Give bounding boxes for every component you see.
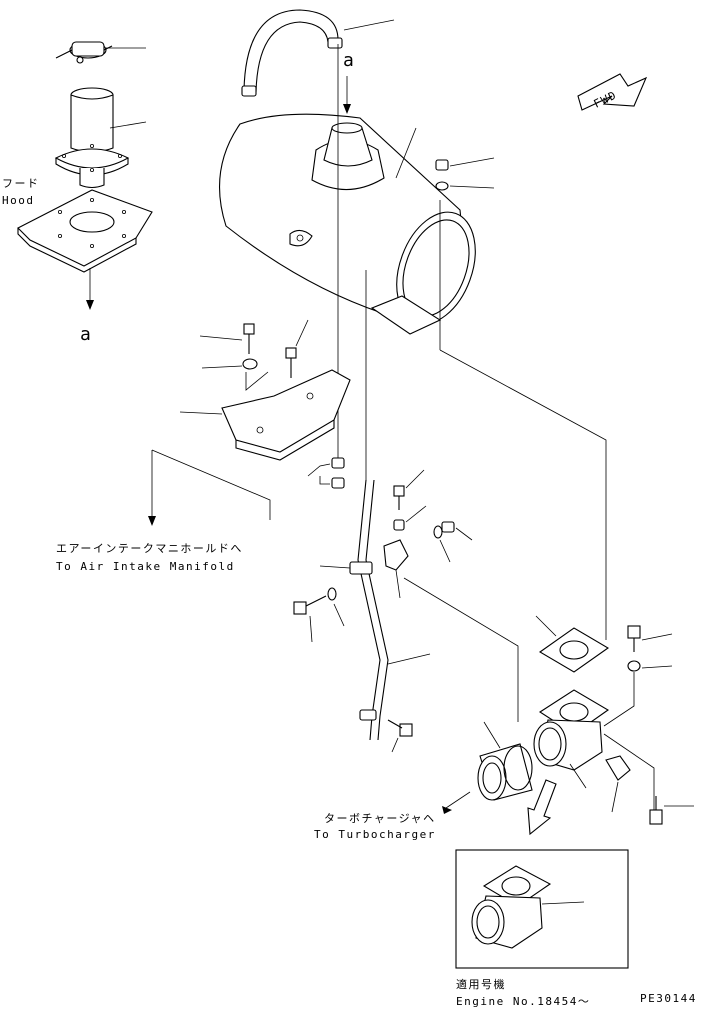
elbow-fitting	[533, 689, 610, 789]
nut-2	[441, 521, 455, 533]
small-bracket	[383, 539, 409, 599]
gasket	[535, 615, 610, 673]
hood-clamp	[55, 41, 146, 64]
bolt-7	[649, 796, 694, 825]
muffler-strap	[241, 9, 395, 97]
washer-4	[433, 525, 443, 539]
bolt-6	[627, 625, 673, 652]
hood-label-en: Hood	[2, 194, 35, 207]
washer-5	[627, 660, 673, 672]
drawing-code: PE30144	[640, 992, 697, 1005]
hood-label-jp: フード	[2, 177, 40, 190]
washer-1	[435, 181, 495, 191]
bolt-2	[285, 319, 309, 378]
hood-pipe	[54, 87, 147, 189]
forward-arrow: FWD	[577, 73, 648, 111]
hood-plate	[17, 189, 153, 310]
elbow-plug	[605, 755, 631, 813]
bolt-5	[393, 469, 425, 510]
turbo-label-en: To Turbocharger	[314, 828, 436, 841]
bolt-4	[387, 719, 413, 753]
detail-elbow-fitting	[471, 865, 585, 949]
nut-1	[435, 157, 495, 171]
engine-number-label: Engine No.18454～	[456, 995, 590, 1008]
reference-a-left: a	[80, 324, 91, 345]
collar	[393, 505, 427, 531]
bolt-3	[293, 595, 327, 643]
muffler	[218, 113, 476, 335]
bolt-1	[199, 323, 255, 354]
muffler-bracket	[179, 369, 351, 461]
nuts-pair	[307, 457, 345, 489]
washer-3	[327, 587, 337, 601]
air-intake-label-en: To Air Intake Manifold	[56, 560, 235, 573]
drain-pipe	[319, 479, 431, 741]
detail-arrow	[527, 779, 557, 836]
turbo-label-jp: ターボチャージャヘ	[324, 812, 436, 825]
washer-2	[201, 358, 258, 370]
detail-box	[455, 849, 629, 969]
applicable-label-jp: 適用号機	[456, 977, 506, 991]
turbo-connector	[477, 721, 533, 801]
air-intake-label-jp: エアーインテークマニホールドへ	[56, 542, 243, 555]
reference-a-top: a	[343, 50, 354, 71]
